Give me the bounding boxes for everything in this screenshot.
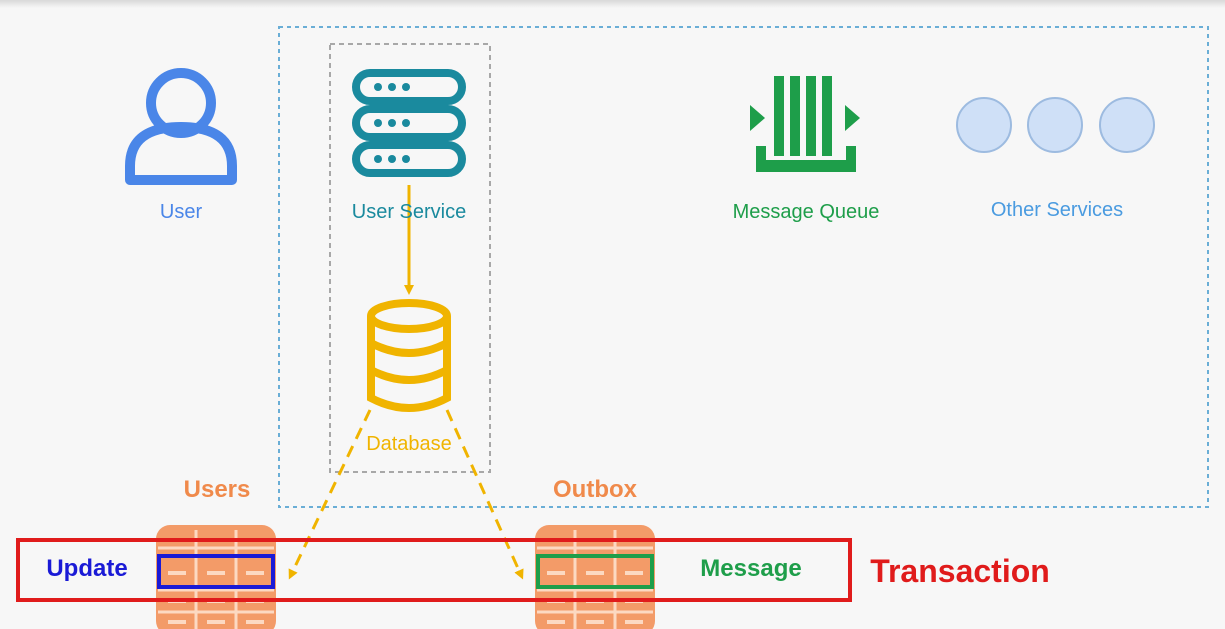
db-to-outbox-arrow: [445, 409, 524, 580]
users-table-icon: [156, 525, 276, 629]
database-label: Database: [366, 433, 452, 455]
service-boundary: [278, 26, 1209, 508]
transaction-box: [16, 538, 852, 602]
transaction-label: Transaction: [870, 553, 1050, 589]
outbox-table-label: Outbox: [553, 476, 637, 503]
db-to-users-arrow: [288, 409, 372, 580]
message-row-highlight: [536, 554, 654, 589]
user-label: User: [159, 201, 203, 223]
update-label: Update: [46, 555, 128, 582]
user-service-label: User Service: [351, 201, 467, 223]
circles-icon: [956, 97, 1155, 153]
top-shadow: [0, 0, 1225, 8]
user-icon: [125, 68, 237, 185]
message-queue-label: Message Queue: [732, 201, 880, 223]
user-service-boundary: [329, 43, 491, 473]
users-table-label: Users: [183, 476, 251, 503]
other-services-label: Other Services: [990, 199, 1124, 221]
queue-icon: [750, 76, 860, 172]
outbox-table-icon: [535, 525, 655, 629]
database-icon: [367, 299, 451, 412]
update-row-highlight: [157, 554, 275, 589]
server-icon: [352, 69, 466, 177]
message-label: Message: [700, 555, 802, 582]
